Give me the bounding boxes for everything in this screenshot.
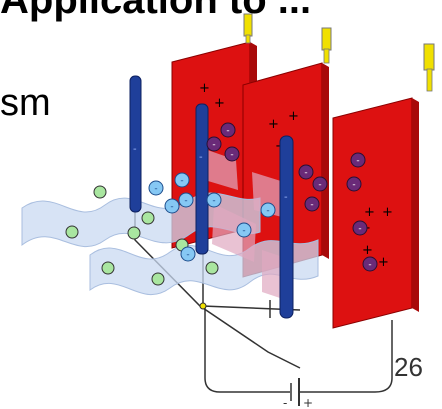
- svg-text:-: -: [186, 250, 189, 260]
- svg-text:-: -: [352, 180, 355, 190]
- svg-text:+: +: [214, 96, 225, 111]
- battery-positive-label: +: [303, 396, 313, 409]
- discharge-rod-1: [129, 75, 142, 213]
- plate-3-connector: [423, 43, 435, 71]
- svg-text:-: -: [242, 226, 245, 236]
- svg-text:+: +: [288, 109, 299, 124]
- svg-text:+: +: [382, 205, 393, 220]
- svg-text:+: +: [268, 117, 279, 132]
- svg-text:-: -: [304, 168, 307, 178]
- battery-symbol: - +: [283, 378, 313, 409]
- plate-1-connector: [243, 13, 253, 37]
- svg-text:-: -: [212, 140, 215, 150]
- svg-text:-: -: [358, 224, 361, 234]
- svg-text:-: -: [133, 144, 137, 155]
- svg-text:+: +: [199, 81, 210, 96]
- svg-text:-: -: [226, 126, 229, 136]
- svg-text:-: -: [310, 200, 313, 210]
- svg-text:+: +: [362, 243, 373, 258]
- plate-2-connector: [321, 27, 332, 51]
- svg-text:-: -: [318, 180, 321, 190]
- svg-text:-: -: [212, 196, 215, 206]
- svg-text:-: -: [266, 206, 269, 216]
- svg-text:-: -: [230, 150, 233, 160]
- svg-text:-: -: [170, 202, 173, 212]
- slide-side-text: sm: [0, 82, 51, 124]
- svg-text:-: -: [154, 184, 157, 194]
- battery-negative-label: -: [283, 396, 287, 409]
- svg-text:+: +: [378, 255, 389, 270]
- neutral-particles: [65, 185, 219, 286]
- svg-text:+: +: [364, 205, 375, 220]
- svg-text:-: -: [184, 196, 187, 206]
- discharge-rod-3: [279, 135, 294, 319]
- negative-ions: - - - - - - - -: [148, 172, 276, 262]
- discharge-rod-2: [195, 103, 209, 255]
- svg-text:-: -: [180, 176, 183, 186]
- svg-text:-: -: [356, 156, 359, 166]
- page-number: 26: [394, 352, 423, 382]
- wire-junction: [199, 302, 207, 310]
- svg-text:-: -: [368, 260, 371, 270]
- discharge-rods: - - -: [129, 75, 294, 319]
- slide-heading: Application to ...: [0, 0, 312, 22]
- svg-text:-: -: [284, 192, 288, 203]
- svg-text:-: -: [199, 152, 203, 163]
- collected-ions: - - - - - - - - - -: [206, 122, 378, 272]
